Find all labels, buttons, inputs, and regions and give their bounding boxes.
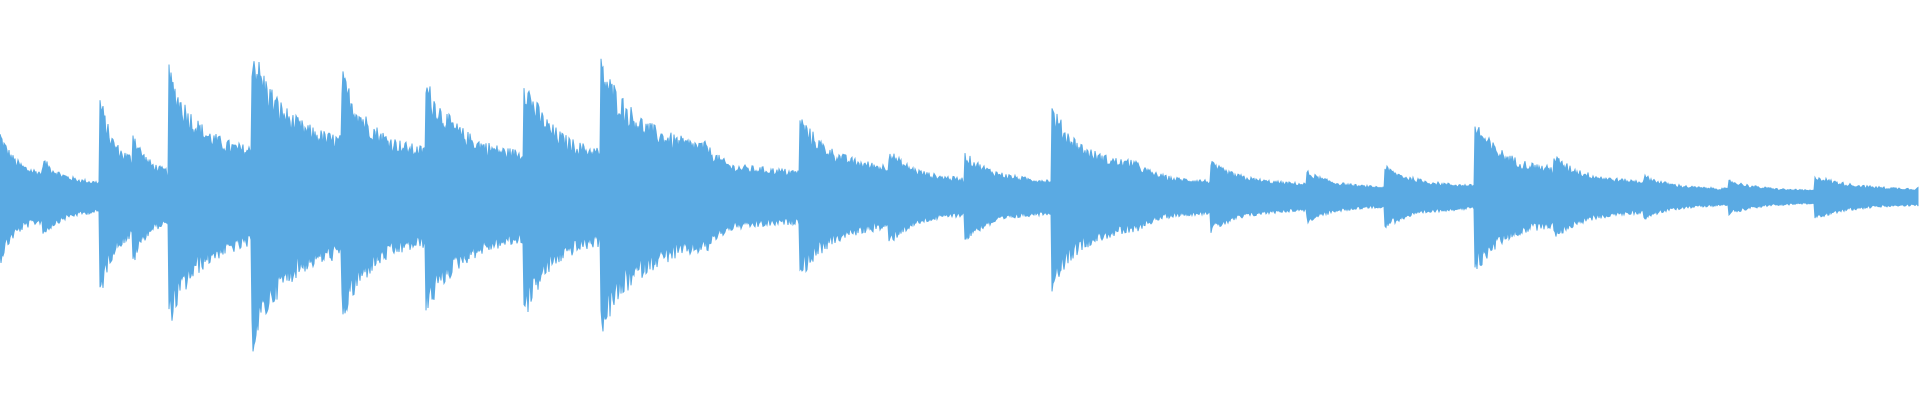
waveform-path — [0, 58, 1919, 352]
